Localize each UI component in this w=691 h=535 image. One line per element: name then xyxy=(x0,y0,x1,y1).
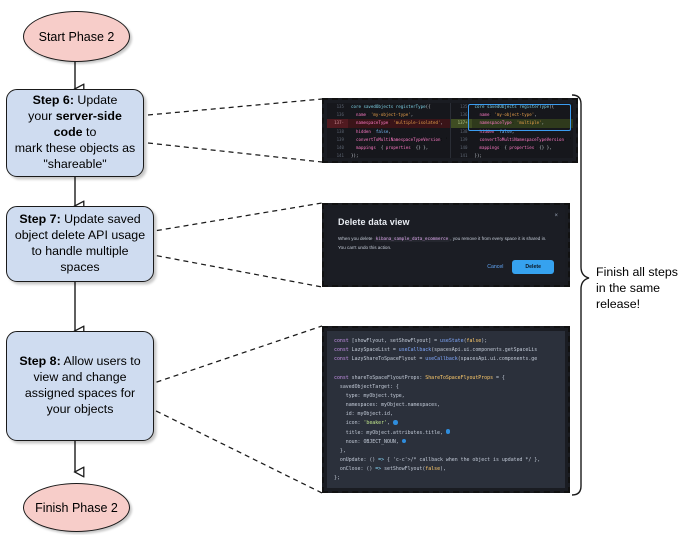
step-7-text: Step 7: Update saved object delete API u… xyxy=(14,212,146,276)
dialog-actions: Cancel Delete xyxy=(487,260,554,274)
step-8-box: Step 8: Allow users to view and change a… xyxy=(6,331,154,441)
finish-terminator: Finish Phase 2 xyxy=(23,483,130,532)
cancel-button[interactable]: Cancel xyxy=(487,264,504,270)
step-8-label: Step 8: xyxy=(19,354,61,369)
step-8-text: Step 8: Allow users to view and change a… xyxy=(19,354,140,418)
code-line: namespaces: myObject.namespaces, xyxy=(334,402,440,409)
step-6-label: Step 6: xyxy=(32,93,74,108)
delete-button[interactable]: Delete xyxy=(512,260,554,274)
code-line: }, xyxy=(334,447,346,454)
grouping-brace xyxy=(571,94,590,496)
code-line: const [showFlyout, setShowFlyout] = useS… xyxy=(334,338,488,344)
dialog-body-code: kibana_sample_data_ecommerce xyxy=(373,237,451,242)
dialog-body-after: , you remove it from every space it is s… xyxy=(338,236,547,250)
callout-step7 xyxy=(147,202,323,288)
step-8-t3: assigned spaces for xyxy=(24,386,136,400)
step-7-t1: Update saved xyxy=(60,212,141,227)
info-icon xyxy=(445,429,451,434)
release-note-line2: in the same xyxy=(596,280,661,295)
dialog-body: When you delete kibana_sample_data_ecomm… xyxy=(338,235,554,252)
start-terminator: Start Phase 2 xyxy=(23,11,130,62)
code-line: icon: 'beaker', xyxy=(334,419,558,428)
release-note: Finish all steps in the same release! xyxy=(596,265,688,313)
code-line: onClose: () => setShowFlyout(false), xyxy=(334,466,446,473)
close-icon[interactable]: × xyxy=(554,213,558,219)
code-line: id: myObject.id, xyxy=(334,411,393,418)
screenshot-code-frame: const [showFlyout, setShowFlyout] = useS… xyxy=(322,326,570,493)
step-6-t2: your xyxy=(28,109,56,124)
dialog-title: Delete data view xyxy=(338,217,410,227)
code-line: const LazyShareToSpaceFlyout = useCallba… xyxy=(334,356,538,363)
step-7-label: Step 7: xyxy=(19,212,61,227)
step-6-t1: Update xyxy=(73,93,118,108)
step-7-t3: to handle multiple spaces xyxy=(31,244,129,274)
code-line: savedObjectTarget: { xyxy=(334,383,399,390)
step-6-t5: "shareable" xyxy=(43,156,107,171)
step-6-box: Step 6: Update your server-side code to … xyxy=(6,89,144,177)
step-6-t4: mark these objects as xyxy=(14,140,136,155)
code-line: onUpdate: () => { 'c-c'>/* callback when… xyxy=(334,457,541,464)
release-note-line3: release! xyxy=(596,296,641,311)
info-icon xyxy=(392,420,398,425)
step-8-t4: your objects xyxy=(46,401,114,416)
step-6-emph: server-side code xyxy=(53,109,122,140)
code-line: const shareToSpaceFlyoutProps: ShareToSp… xyxy=(334,374,505,381)
release-note-line1: Finish all steps xyxy=(596,265,678,279)
callout-step6 xyxy=(147,98,323,163)
step-8-t1: Allow users to xyxy=(60,354,141,369)
code-viewer: const [showFlyout, setShowFlyout] = useS… xyxy=(327,331,565,488)
code-line: const LazySpaceList = useCallback(spaces… xyxy=(334,347,538,354)
callout-step8 xyxy=(147,325,323,494)
code-line: noun: OBJECT_NOUN, xyxy=(334,438,558,447)
start-label: Start Phase 2 xyxy=(38,29,115,44)
dialog-body-before: When you delete xyxy=(338,236,373,241)
code-line: type: myObject.type, xyxy=(334,392,405,399)
info-icon xyxy=(401,438,407,444)
code-line: title: myObject.attributes.title, xyxy=(334,429,558,438)
step-7-box: Step 7: Update saved object delete API u… xyxy=(6,206,154,282)
code-line xyxy=(334,364,558,373)
step-7-t2: object delete API usage xyxy=(14,228,146,243)
screenshot-modal-frame: × Delete data view When you delete kiban… xyxy=(322,203,570,287)
delete-data-view-dialog: × Delete data view When you delete kiban… xyxy=(327,208,565,282)
step-6-t3: to xyxy=(82,125,97,140)
code-line: }; xyxy=(334,475,340,482)
finish-label: Finish Phase 2 xyxy=(35,500,118,515)
step-6-text: Step 6: Update your server-side code to … xyxy=(14,93,136,172)
step-8-t2: view and change xyxy=(33,370,127,385)
